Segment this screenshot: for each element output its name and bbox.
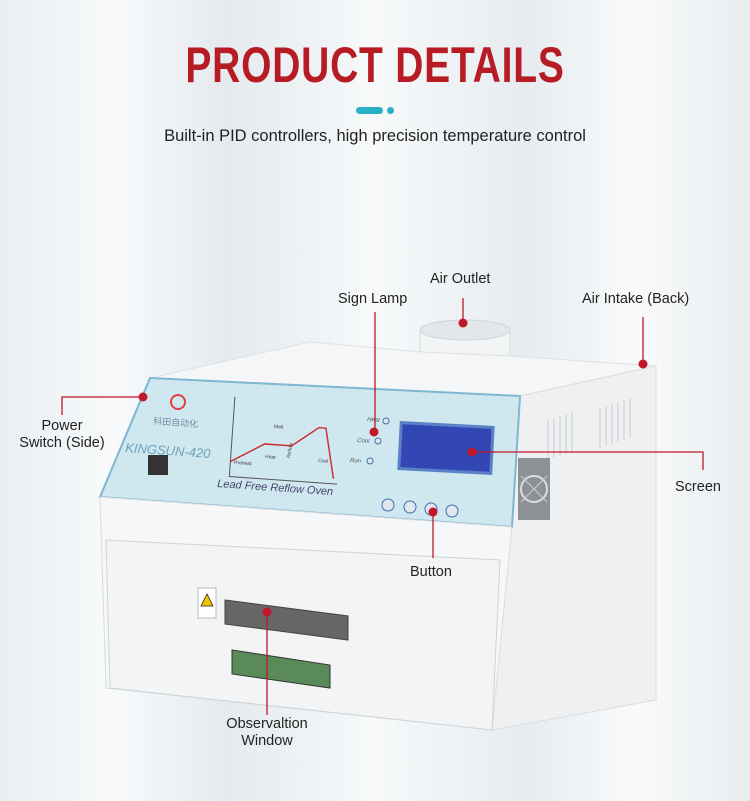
air-intake-marker (638, 359, 648, 369)
indicator-cool-label: Cool (357, 438, 370, 445)
power-switch-label-line2: Switch (Side) (19, 435, 105, 451)
screen-label: Screen (675, 479, 721, 495)
accent-dash (356, 107, 383, 114)
indicator-labels: Heat Cool Run (350, 417, 380, 465)
fan-icon (518, 458, 550, 520)
zone-heat: Heat (265, 454, 277, 461)
run-lamp-icon (366, 457, 374, 465)
air-outlet-marker (458, 318, 468, 328)
observation-label-line2: Window (241, 733, 293, 749)
sign-lamp-label: Sign Lamp (338, 291, 408, 307)
zone-preheat: Preheat (234, 460, 252, 467)
accent-dot (387, 107, 394, 114)
subtitle: Built-in PID controllers, high precision… (164, 127, 586, 145)
heat-lamp-icon (382, 417, 390, 425)
observation-window (224, 599, 349, 641)
zone-reflow: Reflow (286, 442, 295, 458)
power-switch-label-line1: Power (41, 418, 83, 434)
button-marker (428, 507, 438, 517)
zone-melt: Melt (274, 424, 284, 431)
power-switch-marker (138, 392, 148, 402)
page-title: PRODUCT DETAILS (185, 37, 565, 93)
minus-button-icon (403, 500, 417, 514)
return-button-icon (445, 504, 459, 518)
indicator-run-label: Run (350, 458, 362, 465)
qr-code (148, 455, 168, 475)
drawer-handle (231, 649, 331, 689)
callout-lines (61, 298, 704, 715)
zone-cool: Cool (318, 458, 329, 465)
sign-lamp-marker (369, 427, 379, 437)
lcd-screen (397, 421, 495, 475)
button-label: Button (410, 564, 452, 580)
air-intake-label: Air Intake (Back) (582, 291, 690, 307)
curve-zone-labels: Preheat Heat Melt Reflow Cool (234, 424, 329, 467)
indicator-heat-label: Heat (367, 417, 380, 424)
brand-logo-icon (170, 394, 186, 410)
model-text: KINGSUN-420 (125, 440, 212, 461)
observation-window-marker (262, 607, 272, 617)
screen-marker (467, 447, 477, 457)
air-outlet-label: Air Outlet (430, 271, 491, 287)
reflow-curve-diagram (228, 396, 338, 485)
observation-label-line1: Observaltion (226, 716, 308, 732)
chinese-name-text: 科田自动化 (153, 415, 199, 429)
cool-lamp-icon (374, 437, 382, 445)
plus-button-icon (381, 498, 395, 512)
